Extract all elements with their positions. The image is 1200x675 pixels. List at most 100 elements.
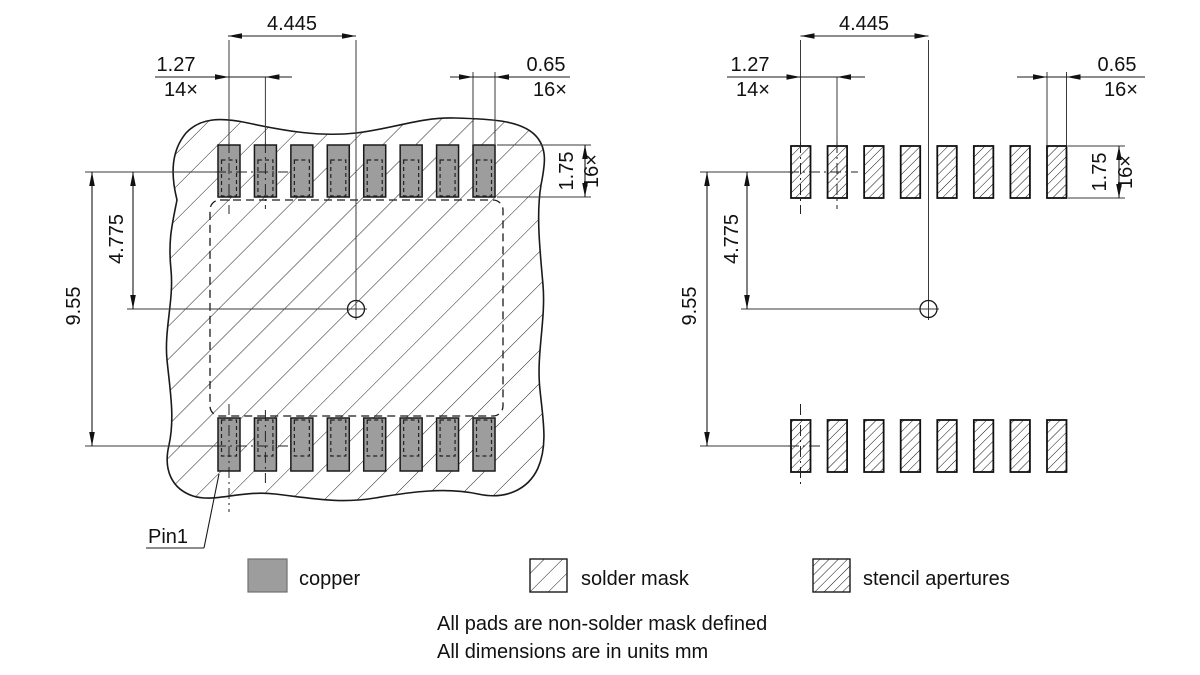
- stencil-aperture: [863, 145, 885, 199]
- stencil-aperture: [936, 419, 958, 473]
- dim-row-full-left: 9.55: [63, 287, 85, 326]
- stencil-aperture: [972, 145, 995, 199]
- dimension-arrowhead: [744, 295, 750, 309]
- dim-pitch-count-left: 14×: [164, 79, 198, 101]
- origin-crosshair: [346, 299, 366, 319]
- dim-pad-height-left: 1.75: [556, 152, 578, 191]
- stencil-aperture-outline: [257, 159, 274, 197]
- stencil-aperture: [1046, 145, 1068, 199]
- copper-pad: [326, 144, 351, 198]
- dimension-arrowhead: [1116, 184, 1122, 198]
- dim-row-half-right: 4.775: [721, 214, 743, 264]
- pin1-callout: Pin1: [146, 473, 220, 549]
- stencil-aperture: [972, 419, 995, 473]
- dimension-arrowhead: [342, 33, 356, 39]
- stencil-aperture: [1009, 419, 1031, 473]
- stencil-aperture-row-top: [790, 145, 1068, 199]
- origin-crosshair-right: [919, 299, 938, 319]
- extension-lines-right: [700, 40, 1125, 486]
- dim-row-full-right: 9.55: [679, 287, 701, 326]
- note-units: All dimensions are in units mm: [437, 641, 708, 663]
- dim-pitch-right: 1.27: [731, 54, 770, 76]
- stencil-aperture-outline: [330, 419, 347, 457]
- stencil-aperture-outline: [366, 419, 383, 457]
- stencil-aperture-outline: [293, 419, 310, 457]
- legend-label-stencil-apertures: stencil apertures: [863, 568, 1010, 590]
- dimension-arrowhead: [704, 172, 710, 186]
- legend-swatch-copper: [247, 558, 288, 593]
- stencil-aperture-outline: [366, 159, 383, 197]
- dimension-arrowhead: [215, 74, 229, 80]
- dim-pad-height-count-left: 16×: [581, 154, 603, 188]
- dimension-arrowhead: [786, 74, 801, 80]
- dim-pad-height-right: 1.75: [1089, 153, 1111, 192]
- legend: copper solder mask stencil apertures: [247, 558, 1010, 593]
- stencil-aperture-outline: [475, 159, 493, 197]
- dimension-arrowhead: [495, 74, 509, 80]
- dim-span-left: 4.445: [267, 13, 317, 35]
- legend-swatch-solder-mask: [529, 558, 568, 593]
- stencil-aperture-outline: [439, 419, 456, 457]
- copper-pad: [435, 417, 460, 472]
- stencil-aperture: [936, 145, 958, 199]
- legend-swatch-stencil-apertures: [812, 558, 851, 593]
- stencil-aperture-outline: [293, 159, 310, 197]
- dimension-arrowhead: [228, 33, 242, 39]
- dimension-arrowhead: [89, 432, 95, 446]
- copper-pad: [435, 144, 460, 198]
- stencil-aperture-row-bottom: [790, 419, 1068, 473]
- dimension-arrowhead: [744, 172, 750, 186]
- stencil-aperture-outline: [330, 159, 347, 197]
- dimension-arrowhead: [582, 145, 588, 159]
- legend-label-solder-mask: solder mask: [581, 568, 690, 590]
- stencil-aperture-outline: [439, 159, 456, 197]
- stencil-aperture-outline: [475, 419, 493, 457]
- dimension-arrowhead: [914, 33, 929, 39]
- dimension-arrowhead: [265, 74, 280, 80]
- stencil-aperture-outline: [403, 159, 420, 197]
- copper-pad: [472, 144, 496, 198]
- copper-pad: [472, 417, 496, 472]
- copper-layer-figure: 4.445 1.27 14× 0.65 16× 1.75 16× 9.55 4.…: [63, 13, 603, 549]
- dimension-arrowhead: [1116, 146, 1122, 160]
- dimension-arrowhead: [1066, 74, 1081, 80]
- copper-pad: [290, 144, 314, 198]
- dim-pitch-count-right: 14×: [736, 79, 770, 101]
- dimension-lines-right: [706, 35, 1145, 446]
- dimension-arrowhead: [704, 432, 710, 446]
- dimension-arrowhead: [459, 74, 473, 80]
- extension-lines-left: [85, 40, 591, 512]
- stencil-aperture: [863, 419, 885, 473]
- dim-pad-width-left: 0.65: [527, 54, 566, 76]
- copper-pad: [326, 417, 351, 472]
- dim-row-half-left: 4.775: [106, 214, 128, 264]
- drawing-notes: All pads are non-solder mask defined All…: [437, 613, 767, 663]
- stencil-aperture: [899, 145, 922, 199]
- stencil-aperture: [1009, 145, 1031, 199]
- note-solder-mask-defined: All pads are non-solder mask defined: [437, 613, 767, 635]
- dimension-arrowhead: [130, 172, 136, 186]
- dimension-arrowhead: [582, 183, 588, 197]
- stencil-aperture: [1046, 419, 1068, 473]
- copper-pad: [399, 144, 423, 198]
- stencil-aperture: [899, 419, 922, 473]
- copper-pad: [362, 144, 387, 198]
- dimension-arrowhead: [89, 172, 95, 186]
- copper-pad: [362, 417, 387, 472]
- dimension-arrowhead: [130, 295, 136, 309]
- dim-pad-width-count-left: 16×: [533, 79, 567, 101]
- dim-pad-height-count-right: 16×: [1115, 155, 1137, 189]
- stencil-aperture-outline: [403, 419, 420, 457]
- legend-label-copper: copper: [299, 568, 360, 590]
- copper-pad: [290, 417, 314, 472]
- dimension-arrowhead: [800, 33, 815, 39]
- dimension-arrowhead: [837, 74, 851, 80]
- copper-pad-row-top: [217, 144, 496, 198]
- stencil-layer-figure: 4.445 1.27 14× 0.65 16× 1.75 16× 9.55 4.…: [679, 13, 1145, 486]
- copper-pad: [399, 417, 423, 472]
- stencil-aperture: [826, 419, 848, 473]
- dim-pad-width-right: 0.65: [1098, 54, 1137, 76]
- dimension-arrowhead: [1033, 74, 1047, 80]
